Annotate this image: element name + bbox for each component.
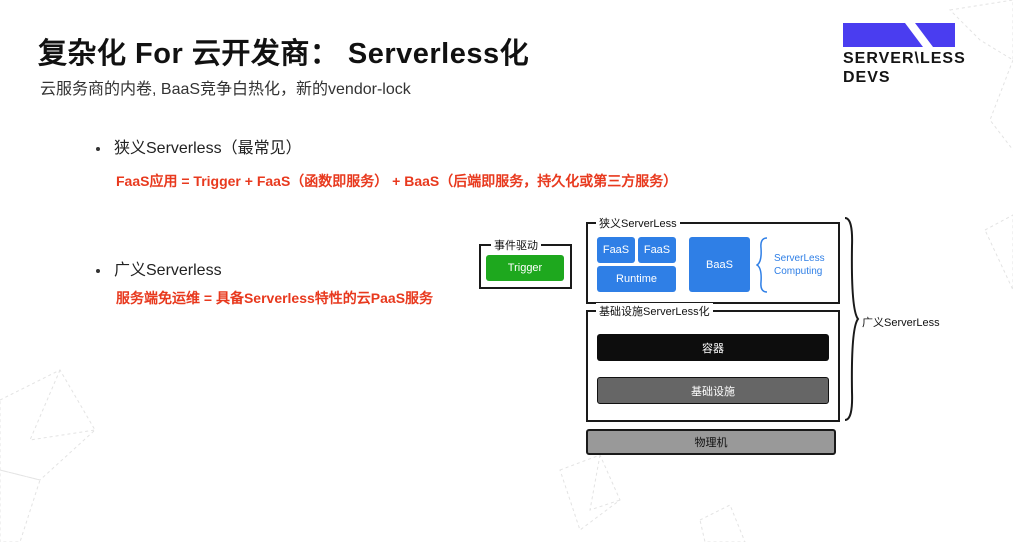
infra-serverless-frame: 基础设施ServerLess化 容器 基础设施: [586, 303, 840, 422]
page-title: 复杂化 For 云开发商： Serverless化: [38, 38, 530, 70]
faas-block-1: FaaS: [597, 237, 635, 263]
serverless-devs-logo: SERVER\LESS DEVS: [843, 23, 965, 86]
broad-heading: 广义Serverless: [114, 262, 222, 279]
logo-text-line2: DEVS: [843, 69, 891, 86]
narrow-serverless-label: 狭义ServerLess: [596, 215, 680, 231]
infrastructure-block: 基础设施: [597, 377, 829, 404]
broad-serverless-label: 广义ServerLess: [862, 317, 940, 329]
bullet-broad-serverless: 广义Serverless: [96, 256, 222, 280]
baas-block: BaaS: [689, 237, 750, 292]
page-subtitle: 云服务商的内卷, BaaS竞争白热化，新的vendor-lock: [40, 81, 411, 98]
broad-formula: 服务端免运维 = 具备Serverless特性的云PaaS服务: [116, 290, 434, 306]
narrow-formula: FaaS应用 = Trigger + FaaS（函数即服务） + BaaS（后端…: [116, 173, 678, 189]
infra-serverless-label: 基础设施ServerLess化: [596, 303, 713, 319]
container-block: 容器: [597, 334, 829, 361]
runtime-block: Runtime: [597, 266, 676, 292]
event-driven-frame: 事件驱动 Trigger: [479, 237, 572, 289]
broad-brace-icon: [844, 217, 860, 421]
narrow-heading: 狭义Serverless（最常见）: [114, 140, 302, 157]
computing-line2: Computing: [774, 266, 823, 277]
bullet-dot-icon: [96, 146, 100, 151]
bullet-narrow-serverless: 狭义Serverless（最常见）: [96, 134, 302, 158]
faas-block-2: FaaS: [638, 237, 676, 263]
logo-text-line1: SERVER\LESS: [843, 50, 966, 67]
serverless-computing-label: ServerLess Computing: [774, 252, 825, 278]
event-driven-label: 事件驱动: [491, 237, 541, 253]
computing-line1: ServerLess: [774, 253, 825, 264]
physical-machine-block: 物理机: [586, 429, 836, 455]
logo-slash-icon: [905, 23, 933, 47]
trigger-block: Trigger: [486, 255, 564, 281]
brace-icon: [756, 237, 768, 293]
narrow-serverless-frame: 狭义ServerLess FaaS FaaS Runtime BaaS Serv…: [586, 215, 840, 304]
logo-bar: [843, 23, 955, 47]
bullet-dot-icon: [96, 268, 100, 273]
